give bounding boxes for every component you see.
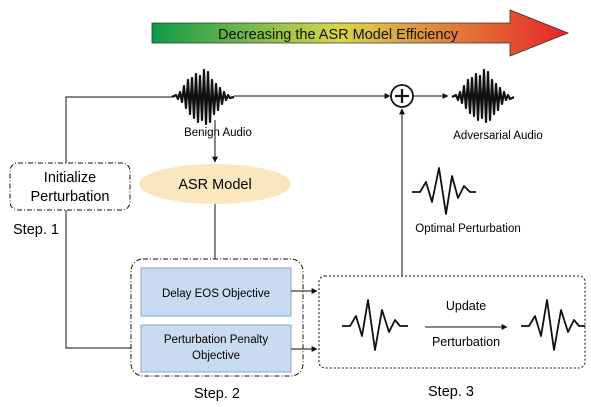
step1-label: Step. 1 bbox=[13, 222, 59, 238]
optimal-perturbation-label: Optimal Perturbation bbox=[415, 223, 520, 235]
perturbation-penalty-objective-box bbox=[140, 324, 292, 373]
add-perturbation-icon bbox=[390, 84, 414, 108]
adversarial-audio-waveform-icon bbox=[451, 68, 515, 124]
banner-arrow bbox=[151, 9, 570, 57]
initialize-line2: Perturbation bbox=[31, 189, 110, 205]
benign-audio-label: Benign Audio bbox=[184, 127, 252, 139]
optimal-perturbation-icon bbox=[412, 167, 476, 215]
adversarial-audio-label: Adversarial Audio bbox=[453, 130, 543, 142]
asr-model-ellipse bbox=[139, 164, 291, 204]
benign-to-objectives-line bbox=[65, 96, 172, 351]
update-line1: Update bbox=[446, 299, 486, 313]
current-perturbation-icon bbox=[342, 299, 408, 351]
step3-label: Step. 3 bbox=[428, 384, 474, 400]
updated-perturbation-icon bbox=[521, 299, 585, 351]
initialize-perturbation-box bbox=[9, 162, 131, 211]
initialize-line1: Initialize bbox=[44, 170, 96, 186]
penalty-objective-line1: Perturbation Penalty bbox=[164, 334, 268, 346]
delay-eos-objective-label: Delay EOS Objective bbox=[162, 288, 270, 300]
banner-text: Decreasing the ASR Model Efficiency bbox=[218, 27, 459, 43]
asr-model-label: ASR Model bbox=[178, 177, 251, 193]
optimizer-group bbox=[318, 275, 586, 369]
benign-audio-waveform-icon bbox=[171, 68, 235, 126]
step2-label: Step. 2 bbox=[194, 386, 240, 402]
delay-eos-objective-box bbox=[140, 267, 292, 317]
penalty-objective-line2: Objective bbox=[192, 350, 240, 362]
efficiency-banner: Decreasing the ASR Model Efficiency bbox=[151, 9, 570, 57]
update-line2: Perturbation bbox=[432, 335, 500, 349]
